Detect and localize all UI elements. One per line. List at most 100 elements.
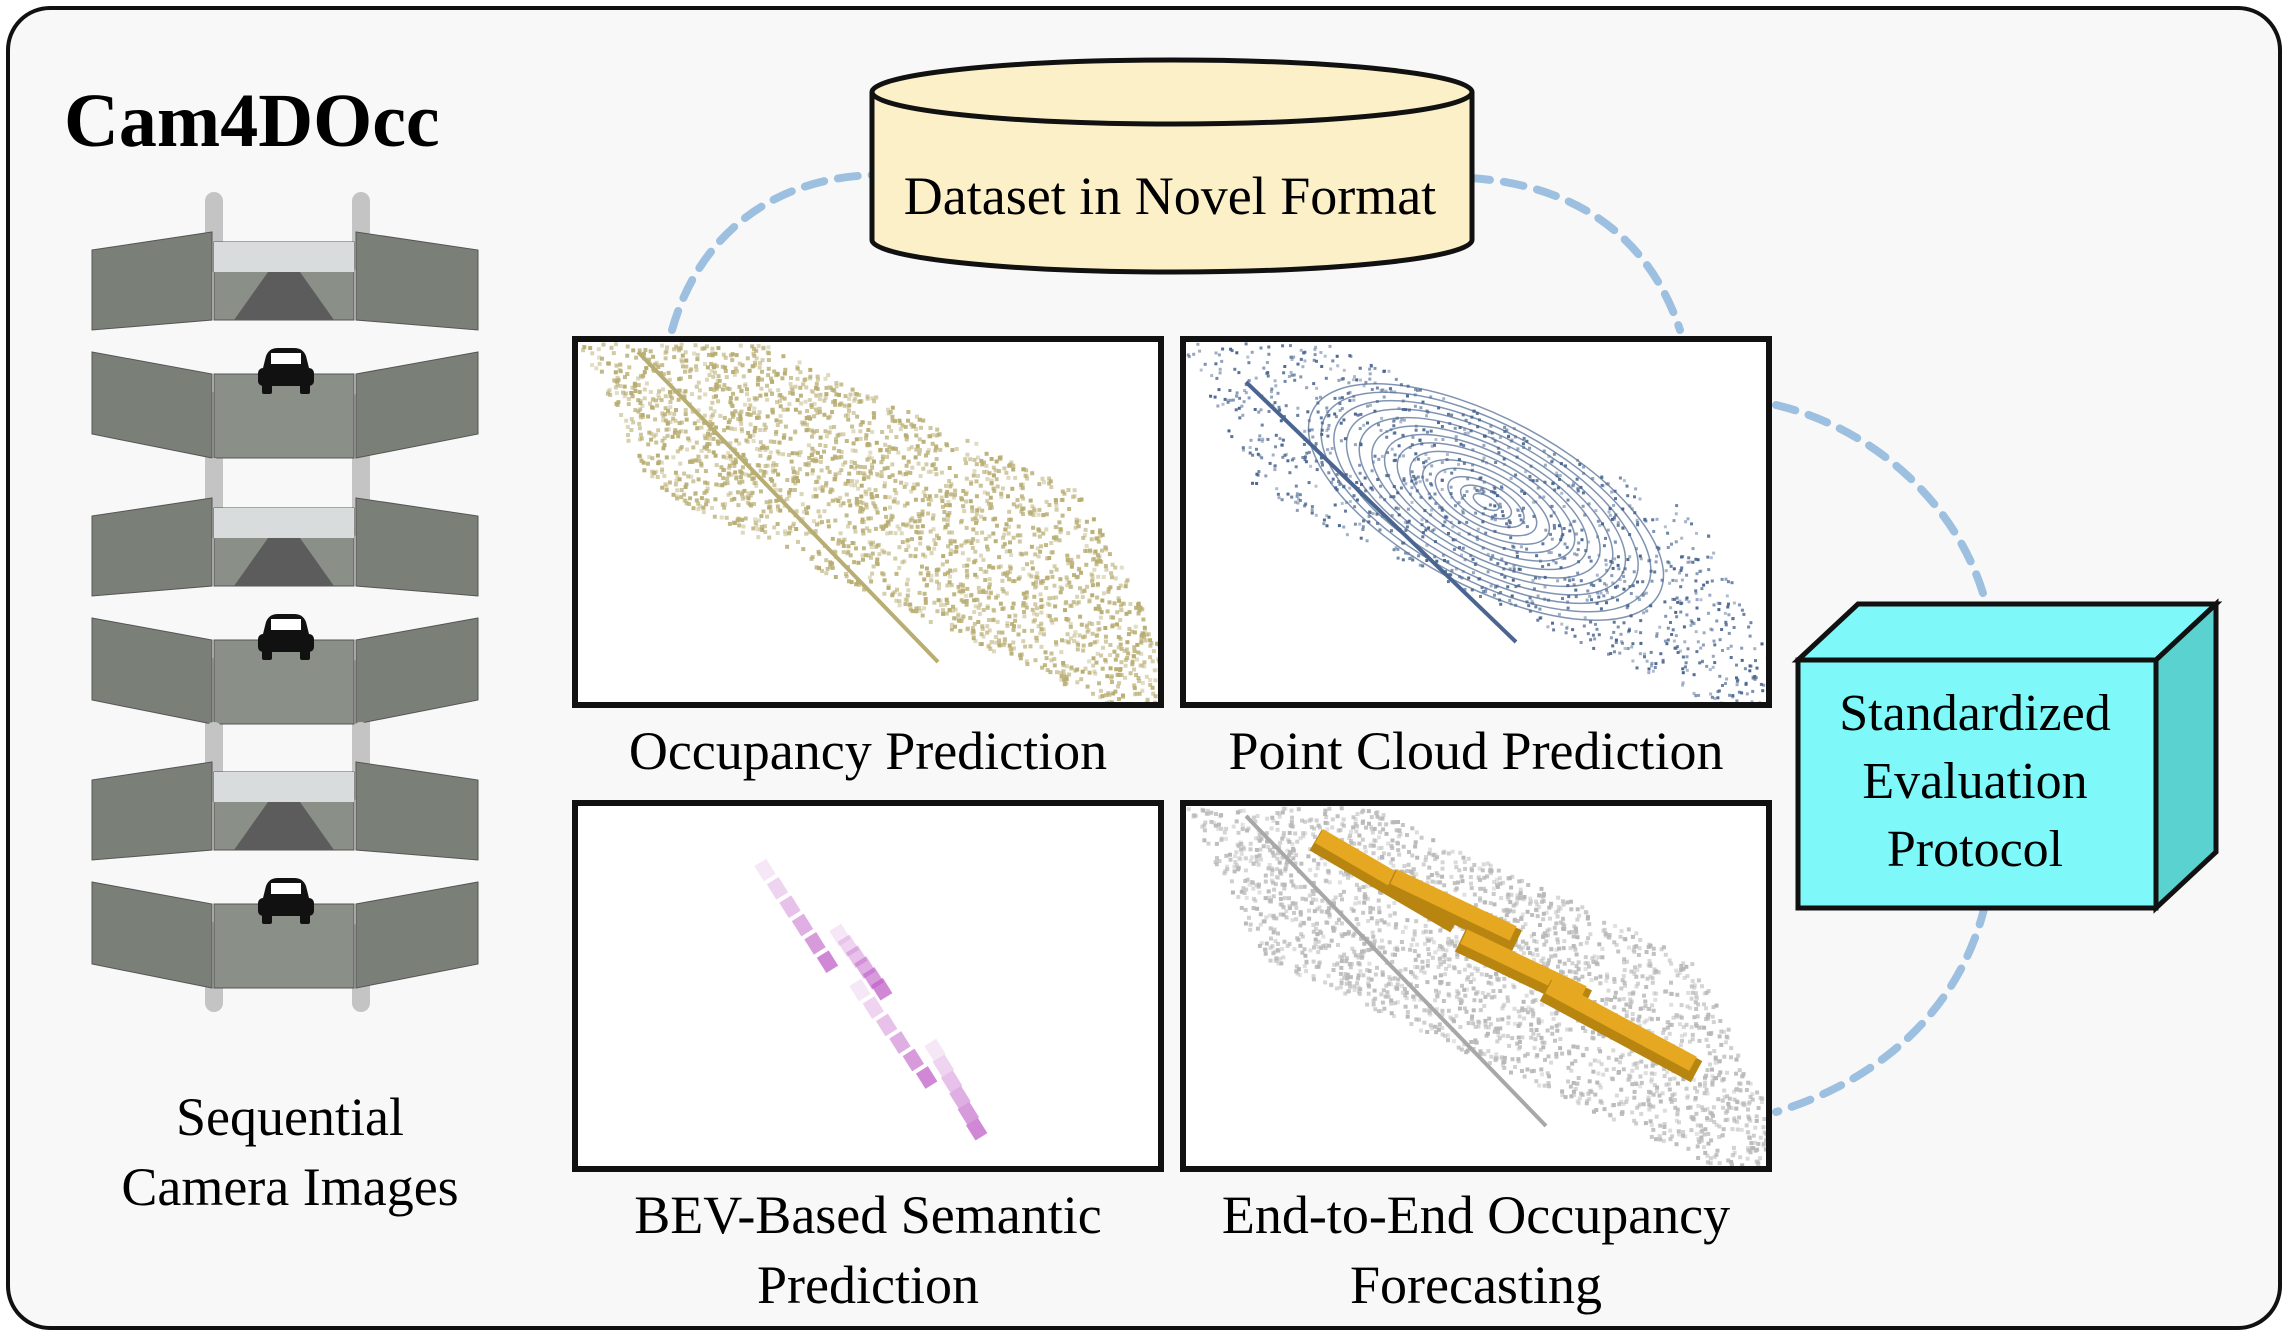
point	[841, 544, 846, 548]
point	[1749, 664, 1753, 668]
point	[1705, 1107, 1710, 1111]
point	[882, 466, 887, 471]
point	[1718, 1070, 1723, 1075]
point	[1593, 1092, 1598, 1097]
point	[1709, 692, 1713, 696]
point	[1051, 595, 1056, 600]
point	[1717, 1034, 1722, 1039]
point	[1643, 655, 1646, 659]
point	[1608, 513, 1612, 517]
point	[824, 483, 828, 488]
point	[1297, 497, 1301, 501]
point	[839, 454, 844, 459]
point	[904, 523, 909, 528]
point	[1313, 942, 1318, 947]
point	[1674, 1013, 1679, 1018]
point	[770, 391, 775, 396]
point	[1428, 929, 1433, 934]
point	[1118, 608, 1123, 612]
point	[1294, 969, 1299, 974]
point	[673, 482, 678, 487]
point	[705, 377, 709, 382]
point	[948, 574, 952, 579]
point	[906, 588, 911, 593]
point	[1049, 550, 1054, 555]
point	[1356, 413, 1360, 417]
point	[1525, 547, 1529, 551]
point	[965, 627, 970, 632]
point	[1565, 626, 1569, 630]
point	[1642, 592, 1646, 596]
point	[1066, 640, 1071, 645]
point	[1187, 355, 1191, 359]
camera-image	[91, 351, 213, 459]
point	[1695, 572, 1699, 576]
point	[1390, 857, 1395, 862]
point	[1071, 494, 1076, 499]
point	[1361, 910, 1366, 915]
point	[1630, 1068, 1635, 1073]
point	[1699, 569, 1703, 573]
point	[1367, 969, 1372, 973]
point	[838, 503, 843, 508]
point	[760, 358, 765, 363]
point	[1440, 1012, 1445, 1017]
point	[606, 389, 611, 394]
point	[597, 355, 602, 360]
point	[1516, 1009, 1521, 1014]
point	[679, 342, 684, 347]
point	[868, 450, 873, 455]
point	[822, 412, 827, 417]
point	[917, 451, 922, 456]
point	[1353, 821, 1358, 826]
point	[978, 602, 983, 607]
point	[758, 453, 763, 458]
point	[625, 372, 630, 377]
point	[1594, 976, 1598, 981]
point	[785, 407, 790, 412]
point	[1271, 880, 1276, 885]
point	[1093, 549, 1098, 554]
point	[863, 465, 867, 470]
point	[1021, 603, 1026, 608]
point	[804, 531, 809, 536]
camera-road	[234, 802, 334, 850]
point	[1663, 600, 1667, 604]
point	[750, 471, 755, 476]
point	[1054, 642, 1059, 647]
point	[991, 531, 996, 536]
point	[1151, 649, 1156, 654]
point	[1068, 559, 1073, 564]
point	[1083, 527, 1088, 532]
point	[1579, 579, 1583, 583]
point	[1680, 578, 1684, 582]
point	[926, 571, 931, 575]
point	[1506, 1034, 1510, 1039]
point	[1531, 500, 1535, 504]
point	[1454, 439, 1458, 442]
point	[853, 466, 858, 471]
point	[829, 487, 834, 492]
point	[1414, 482, 1418, 486]
point	[1327, 914, 1332, 919]
point	[897, 565, 902, 570]
point	[1388, 913, 1393, 918]
point	[1004, 591, 1009, 596]
point	[1040, 476, 1045, 481]
point	[1049, 485, 1054, 490]
point	[1557, 612, 1561, 616]
scan-ring	[1459, 484, 1513, 520]
point	[880, 457, 885, 462]
point	[1600, 483, 1604, 487]
point	[679, 420, 684, 425]
point	[887, 444, 892, 449]
point	[1443, 470, 1447, 474]
point	[755, 415, 759, 420]
point	[1339, 981, 1344, 986]
point	[811, 414, 816, 419]
point	[1090, 530, 1095, 535]
point	[1730, 1127, 1735, 1132]
point	[692, 421, 697, 426]
point	[875, 494, 880, 498]
point	[948, 548, 953, 553]
